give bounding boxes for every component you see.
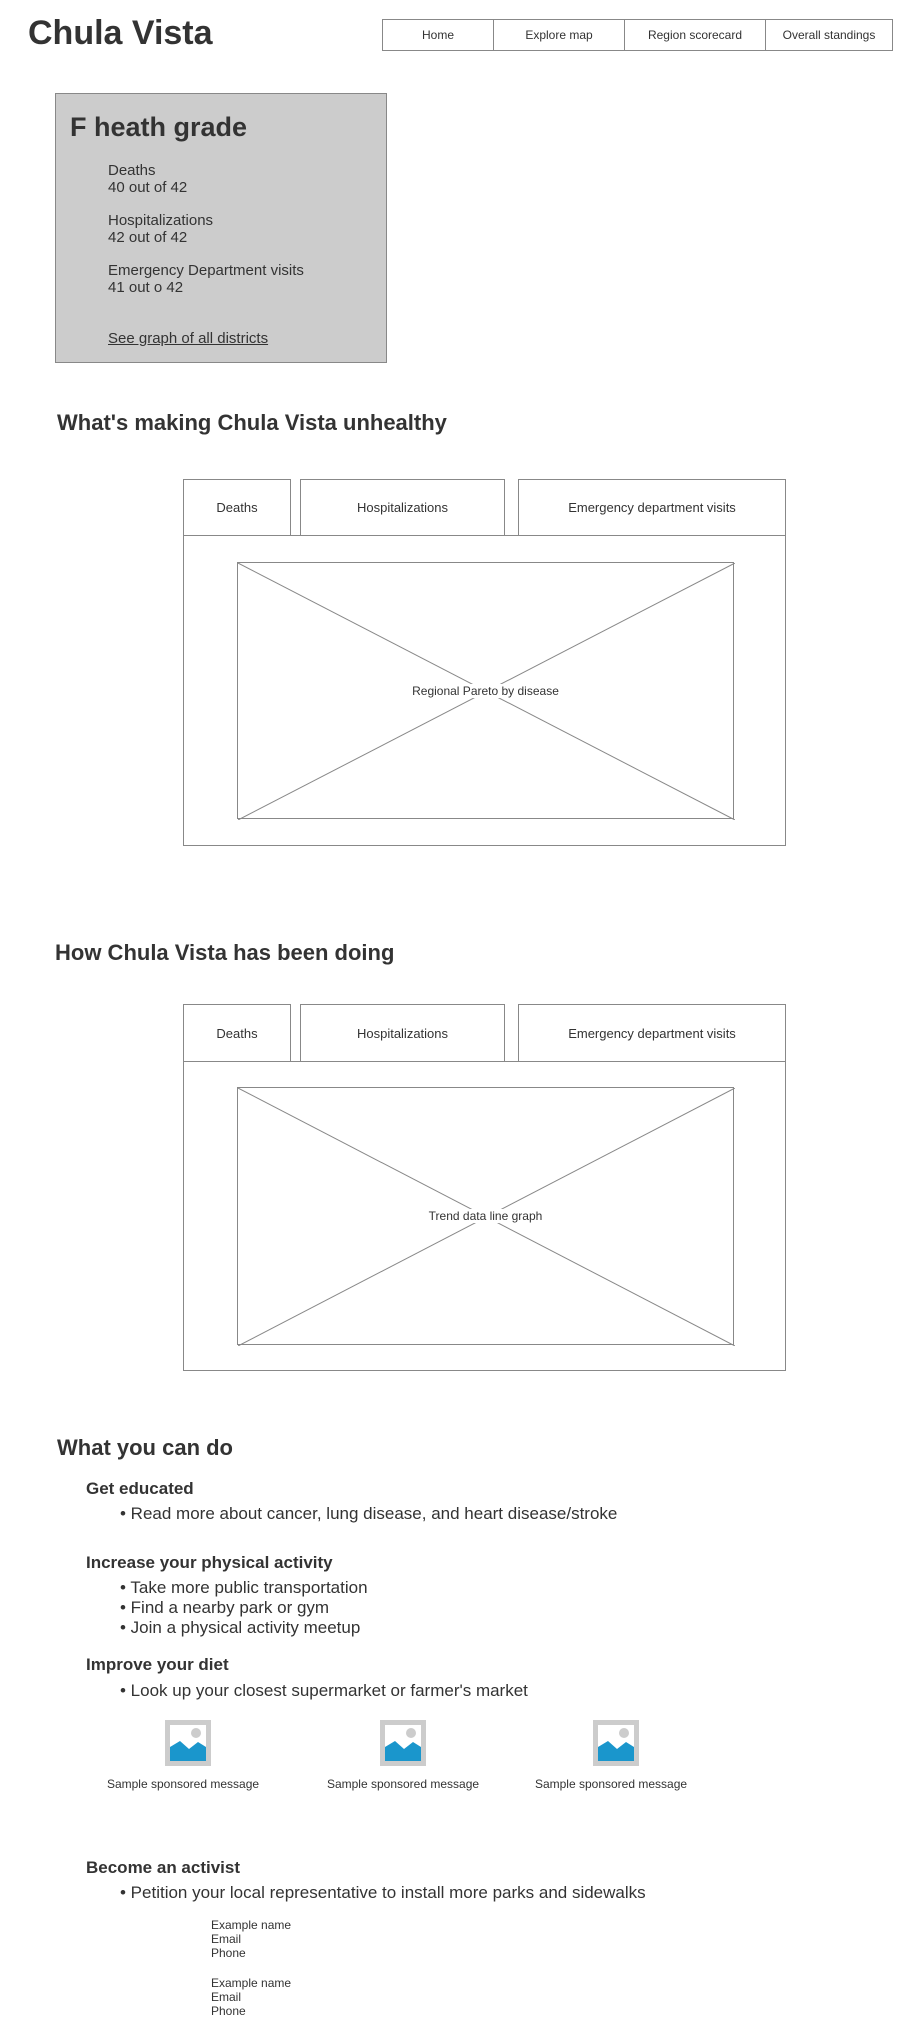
educated-bullet: • Read more about cancer, lung disease, … [120,1504,618,1523]
contact-name: Example name [211,1918,292,1932]
pareto-chart-label: Regional Pareto by disease [409,684,562,698]
sponsor-caption-2: Sample sponsored message [326,1777,480,1791]
activity-bullet-meetup: • Join a physical activity meetup [120,1618,361,1637]
image-placeholder-icon [593,1720,639,1766]
stat-ed-visits-label: Emergency Department visits [108,262,304,279]
stat-deaths-label: Deaths [108,162,156,179]
top-navigation: Home Explore map Region scorecard Overal… [382,19,893,51]
diet-bullet: • Look up your closest supermarket or fa… [120,1681,528,1700]
health-grade-card: F heath grade Deaths 40 out of 42 Hospit… [55,93,387,363]
improve-diet-heading: Improve your diet [86,1655,229,1674]
stat-deaths-value: 40 out of 42 [108,179,188,196]
stat-ed-visits-value: 41 out o 42 [108,279,184,296]
stat-hospitalizations-label: Hospitalizations [108,212,214,229]
sponsor-caption-3: Sample sponsored message [534,1777,688,1791]
become-activist-heading: Become an activist [86,1858,241,1877]
tab-emergency-visits[interactable]: Emergency department visits [518,479,786,536]
nav-overall-standings[interactable]: Overall standings [765,20,892,50]
activist-bullet: • Petition your local representative to … [120,1883,646,1902]
contact-card-1: Example name Email Phone [211,1918,291,1960]
trend-chart-label: Trend data line graph [425,1209,546,1223]
sponsor-caption-1: Sample sponsored message [106,1777,260,1791]
contact-name: Example name [211,1976,292,1990]
get-educated-heading: Get educated [86,1479,194,1498]
tab-emergency-visits[interactable]: Emergency department visits [518,1004,786,1062]
stat-ed-visits: Emergency Department visits 41 out o 42 [108,262,304,296]
trend-section-heading: How Chula Vista has been doing [55,940,395,965]
activity-bullet-park: • Find a nearby park or gym [120,1598,330,1617]
stat-hospitalizations: Hospitalizations 42 out of 42 [108,212,213,246]
site-title: Chula Vista [28,14,213,52]
tab-hospitalizations[interactable]: Hospitalizations [300,1004,505,1062]
nav-home[interactable]: Home [421,28,454,42]
image-placeholder-icon [380,1720,426,1766]
stat-deaths: Deaths 40 out of 42 [108,162,187,196]
activity-bullet-transport: • Take more public transportation [120,1578,368,1597]
contact-phone[interactable]: Phone [211,2004,246,2018]
contact-email[interactable]: Email [211,1932,242,1946]
sponsor-image-2[interactable] [380,1720,426,1766]
contact-email[interactable]: Email [211,1990,242,2004]
tab-deaths[interactable]: Deaths [183,1004,291,1062]
nav-region-scorecard[interactable]: Region scorecard [624,20,765,50]
tab-deaths[interactable]: Deaths [183,479,291,536]
physical-activity-heading: Increase your physical activity [86,1553,333,1572]
pareto-chart-placeholder: Regional Pareto by disease [237,562,735,820]
tab-hospitalizations[interactable]: Hospitalizations [300,479,505,536]
sponsor-image-3[interactable] [593,1720,639,1766]
trend-chart-placeholder: Trend data line graph [237,1087,735,1346]
contact-card-2: Example name Email Phone [211,1976,291,2018]
unhealthy-section-heading: What's making Chula Vista unhealthy [57,410,447,435]
contact-phone[interactable]: Phone [211,1946,246,1960]
sponsor-image-1[interactable] [165,1720,211,1766]
see-all-districts-link[interactable]: See graph of all districts [108,330,269,347]
actions-section-heading: What you can do [57,1435,233,1460]
health-grade-heading: F heath grade [70,112,248,142]
nav-explore-map[interactable]: Explore map [493,20,624,50]
stat-hospitalizations-value: 42 out of 42 [108,229,188,246]
image-placeholder-icon [165,1720,211,1766]
